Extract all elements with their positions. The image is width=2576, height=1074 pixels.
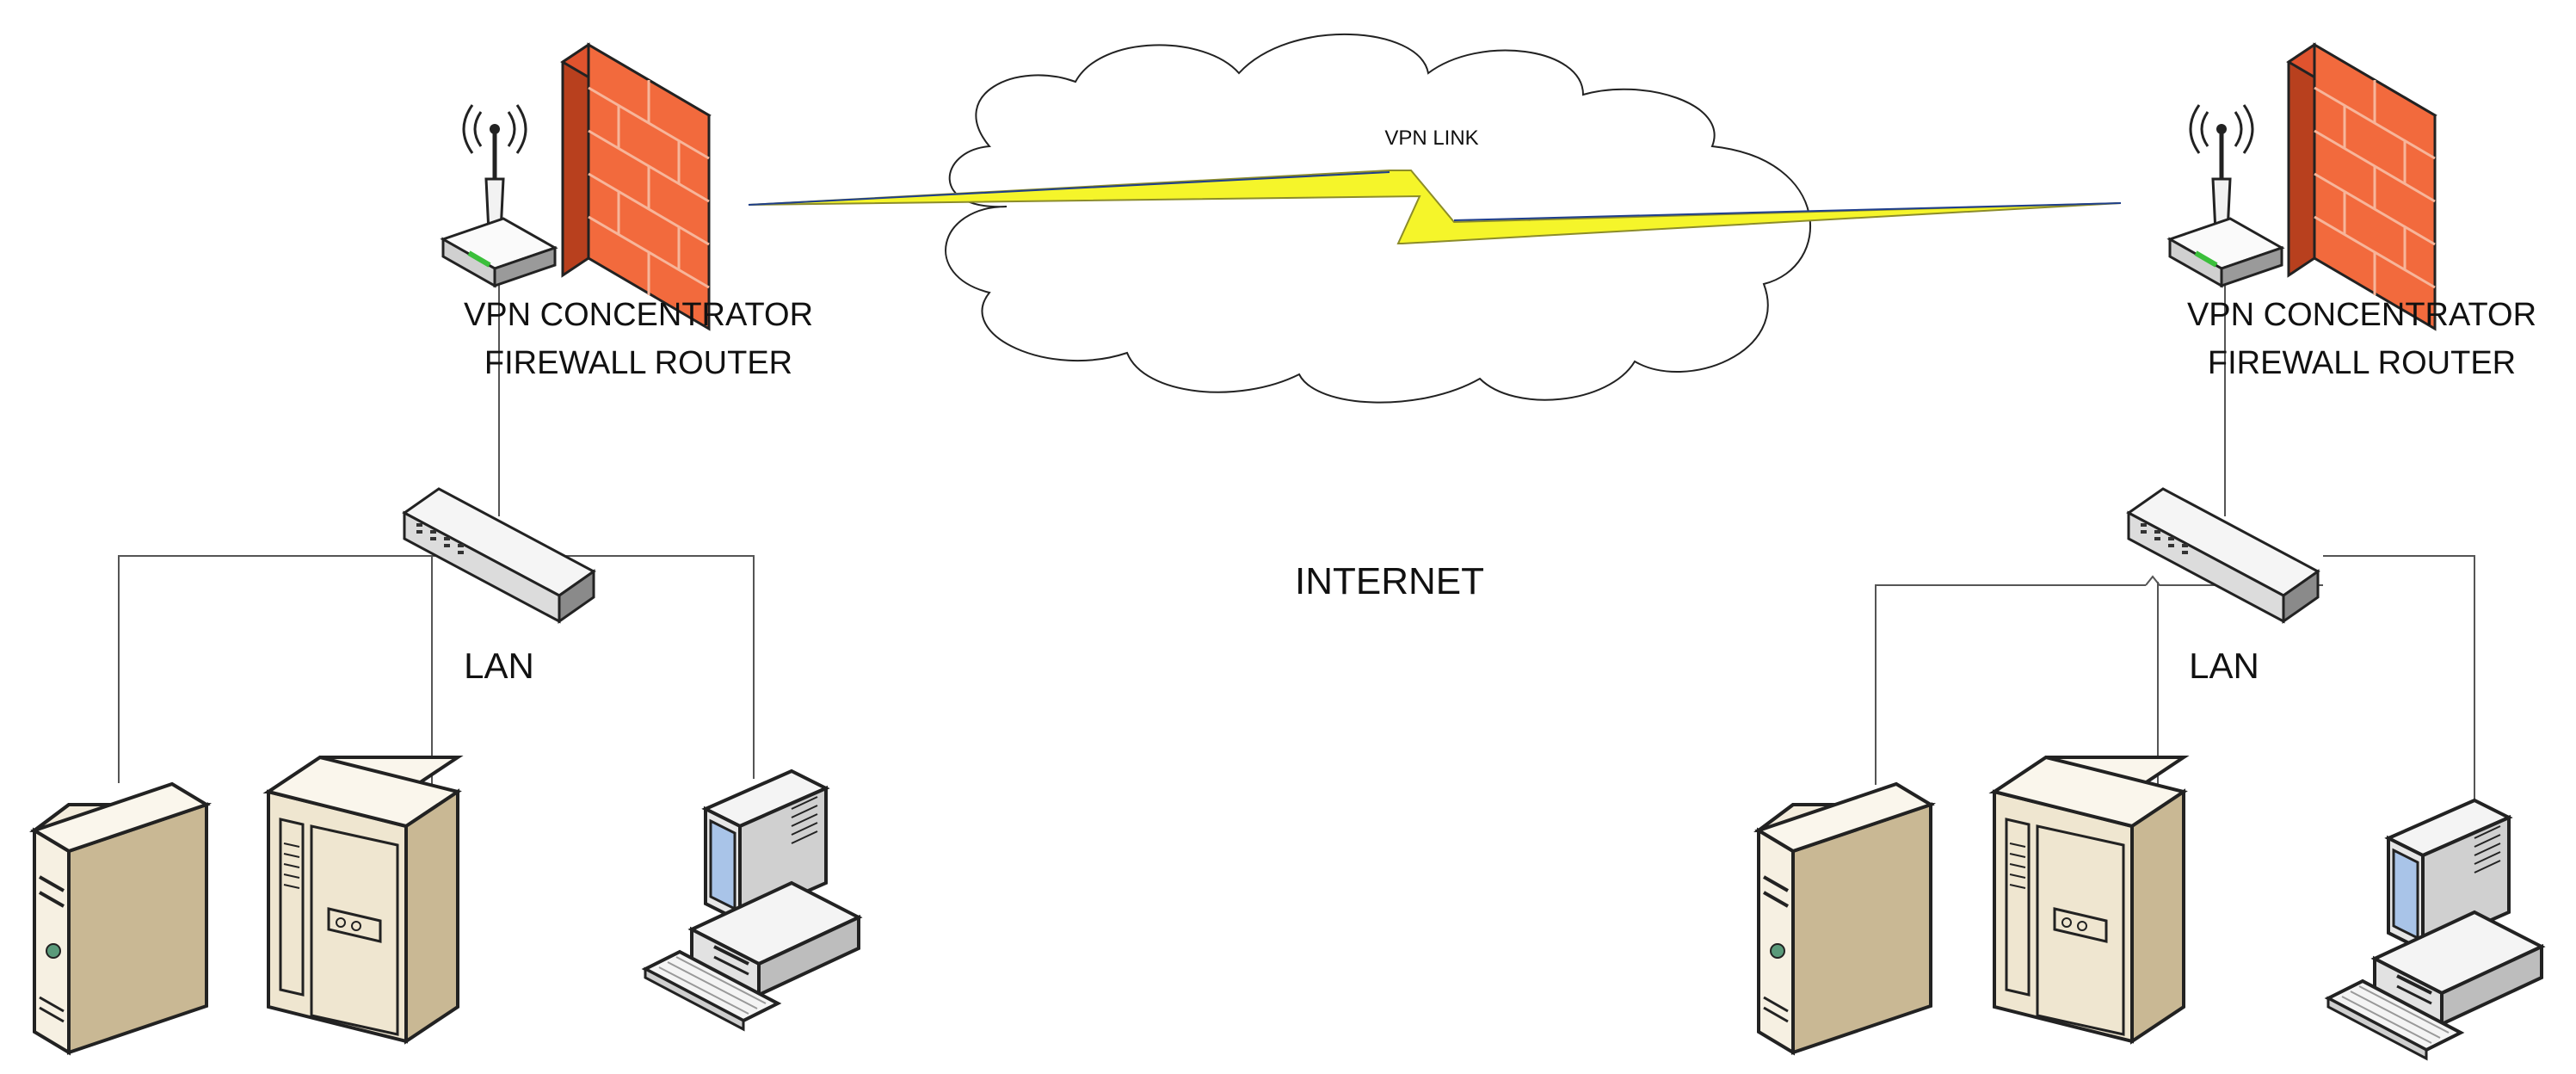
right-site: VPN CONCENTRATOR FIREWALL ROUTER LAN xyxy=(1757,43,2543,1060)
server-tower-icon xyxy=(33,782,208,1054)
left-site: VPN CONCENTRATOR FIREWALL ROUTER LAN xyxy=(33,43,860,1054)
vpn-link-label: VPN LINK xyxy=(1384,127,1478,150)
server-tower-icon xyxy=(1757,782,1932,1054)
workstation-icon xyxy=(644,769,860,1031)
left-lan-label: LAN xyxy=(464,645,534,686)
vpn-link-bolt xyxy=(748,170,2122,244)
firewall-icon xyxy=(561,43,711,330)
wireless-router-icon xyxy=(2170,105,2282,286)
right-device-label-2: FIREWALL ROUTER xyxy=(2208,345,2516,381)
right-lan-wires xyxy=(1875,284,2475,828)
right-device-label-1: VPN CONCENTRATOR xyxy=(2187,297,2536,333)
firewall-icon xyxy=(2287,43,2437,330)
wireless-router-icon xyxy=(443,105,555,286)
internet-label: INTERNET xyxy=(1295,560,1484,602)
left-device-label-1: VPN CONCENTRATOR xyxy=(464,297,813,333)
server-cabinet-icon xyxy=(1993,756,2185,1043)
workstation-icon xyxy=(2326,799,2543,1060)
right-lan-label: LAN xyxy=(2189,645,2259,686)
server-cabinet-icon xyxy=(267,756,459,1043)
left-device-label-2: FIREWALL ROUTER xyxy=(484,345,792,381)
